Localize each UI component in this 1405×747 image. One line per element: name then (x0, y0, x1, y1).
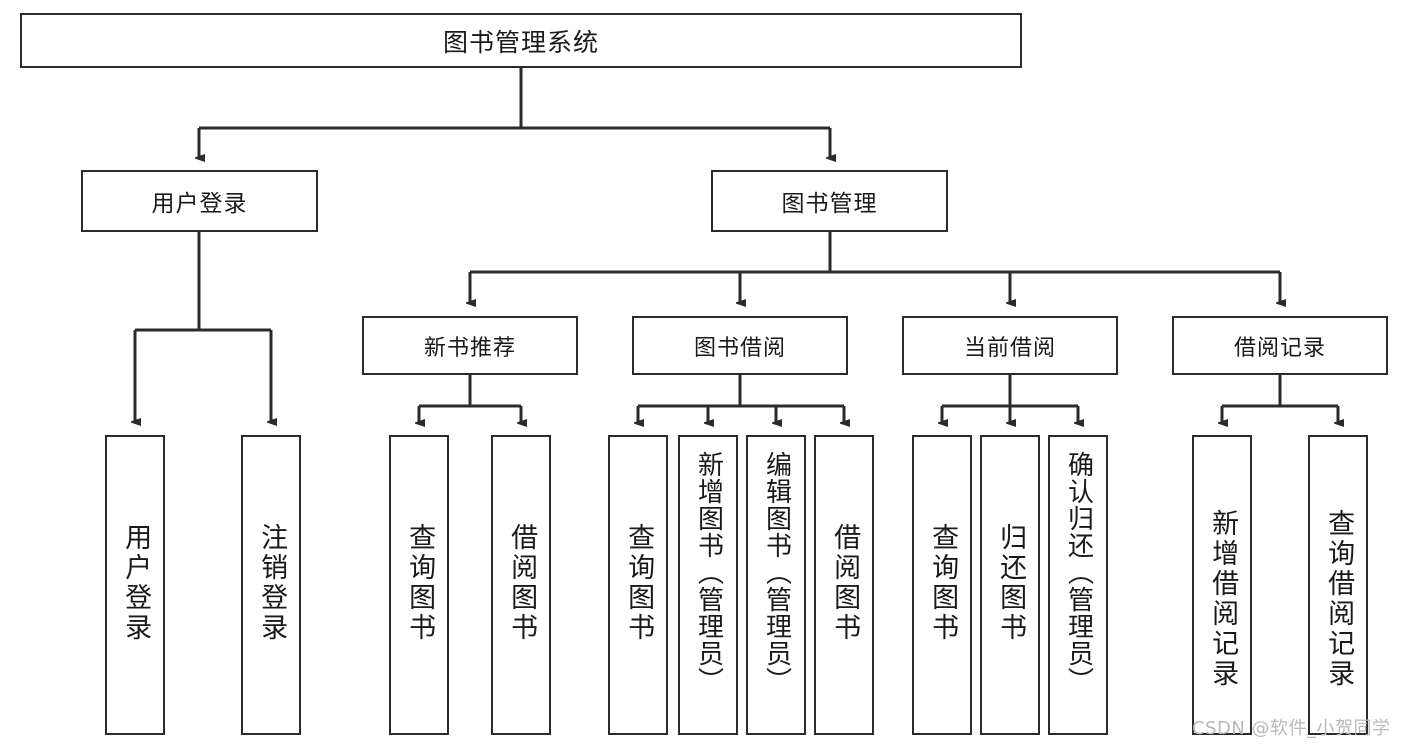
node-borrow-record-label: 借阅记录 (1233, 335, 1326, 361)
node-leaf-borrow-book-2[interactable]: 借阅图书 (814, 435, 874, 735)
node-leaf-query-book-1-label: 查询图书 (404, 523, 436, 643)
node-leaf-query-record-label: 查询借阅记录 (1323, 509, 1355, 689)
node-new-book-rec-label: 新书推荐 (423, 335, 516, 361)
node-leaf-add-book-label: 新增图书（管理员） (693, 451, 724, 694)
node-current-borrow-label: 当前借阅 (963, 335, 1056, 361)
node-leaf-query-record[interactable]: 查询借阅记录 (1308, 435, 1368, 735)
node-book-manage-label: 图书管理 (781, 191, 878, 217)
node-book-borrow[interactable]: 图书借阅 (632, 316, 848, 375)
node-leaf-confirm-return-label: 确认归还（管理员） (1063, 451, 1094, 694)
node-root-label: 图书管理系统 (442, 27, 599, 57)
node-leaf-return-book-label: 归还图书 (995, 523, 1027, 643)
node-leaf-query-book-3-label: 查询图书 (927, 523, 959, 643)
node-current-borrow[interactable]: 当前借阅 (902, 316, 1118, 375)
node-leaf-return-book[interactable]: 归还图书 (980, 435, 1040, 735)
node-leaf-add-record[interactable]: 新增借阅记录 (1192, 435, 1252, 735)
node-leaf-borrow-book-2-label: 借阅图书 (829, 523, 861, 643)
node-leaf-query-book-2[interactable]: 查询图书 (608, 435, 668, 735)
node-borrow-record[interactable]: 借阅记录 (1172, 316, 1388, 375)
node-leaf-user-logout-label: 注销登录 (256, 523, 288, 643)
node-leaf-query-book-3[interactable]: 查询图书 (912, 435, 972, 735)
node-leaf-user-login-label: 用户登录 (120, 523, 152, 643)
node-user-login-label: 用户登录 (151, 191, 248, 217)
node-leaf-add-book[interactable]: 新增图书（管理员） (678, 435, 738, 735)
watermark-text: CSDN @软件_小贺同学 (1192, 718, 1391, 739)
node-leaf-add-record-label: 新增借阅记录 (1207, 509, 1239, 689)
node-leaf-borrow-book-1-label: 借阅图书 (506, 523, 538, 643)
node-root[interactable]: 图书管理系统 (20, 13, 1022, 68)
node-leaf-confirm-return[interactable]: 确认归还（管理员） (1048, 435, 1108, 735)
node-leaf-query-book-2-label: 查询图书 (623, 523, 655, 643)
node-leaf-borrow-book-1[interactable]: 借阅图书 (491, 435, 551, 735)
node-book-manage[interactable]: 图书管理 (711, 170, 948, 232)
node-leaf-edit-book[interactable]: 编辑图书（管理员） (746, 435, 806, 735)
node-book-borrow-label: 图书借阅 (693, 335, 786, 361)
node-user-login[interactable]: 用户登录 (81, 170, 318, 232)
node-leaf-query-book-1[interactable]: 查询图书 (389, 435, 449, 735)
node-new-book-rec[interactable]: 新书推荐 (362, 316, 578, 375)
node-leaf-user-login[interactable]: 用户登录 (105, 435, 165, 735)
node-leaf-edit-book-label: 编辑图书（管理员） (761, 451, 792, 694)
node-leaf-user-logout[interactable]: 注销登录 (241, 435, 301, 735)
